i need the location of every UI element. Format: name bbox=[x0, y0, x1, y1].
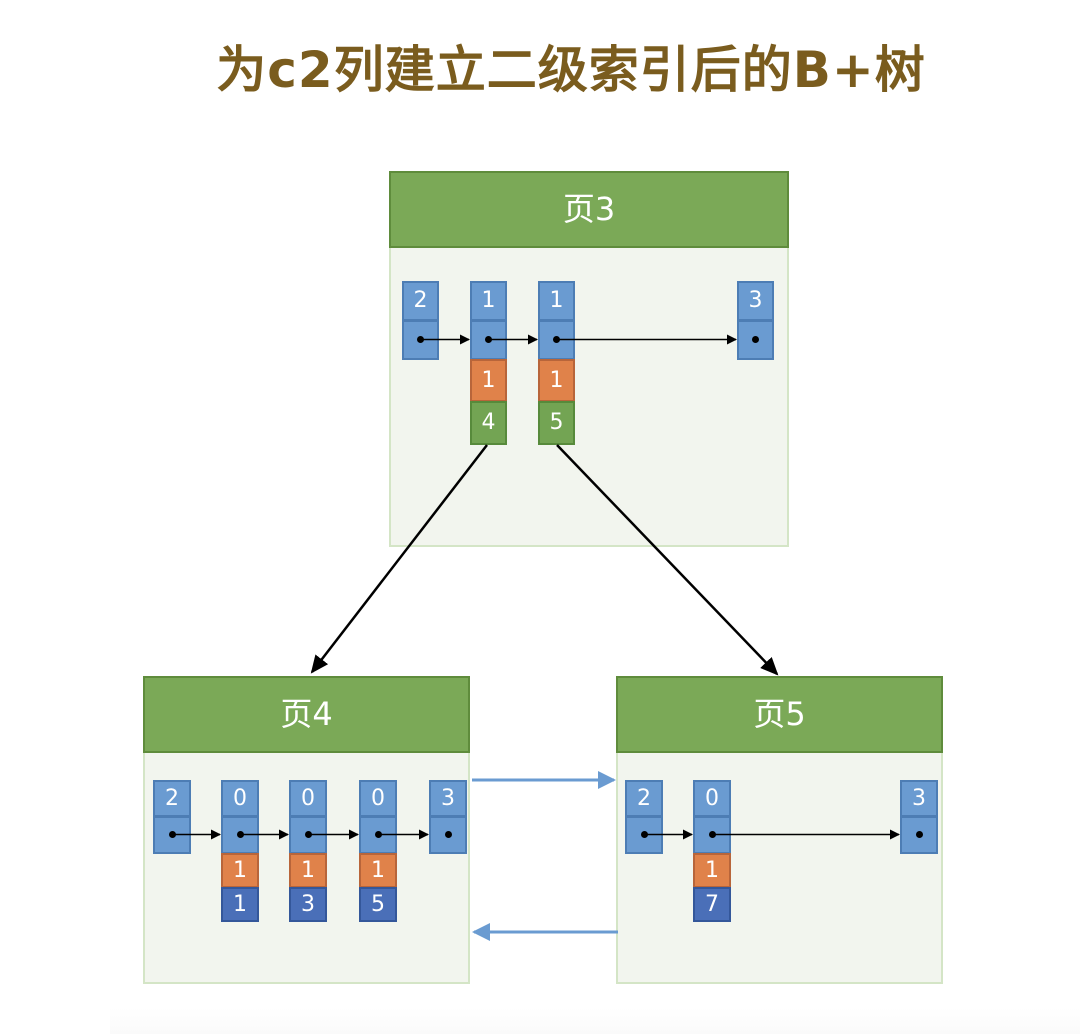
record-type-cell: 3 bbox=[429, 780, 467, 817]
page-number-cell: 4 bbox=[470, 401, 507, 445]
c2-value-cell: 1 bbox=[693, 853, 731, 888]
record-type-cell: 1 bbox=[538, 281, 575, 321]
record-type-cell: 1 bbox=[470, 281, 507, 321]
diagram-title: 为c2列建立二级索引后的B+树 bbox=[216, 41, 926, 99]
pointer-dot-icon bbox=[444, 831, 452, 838]
page-4-label: 页4 bbox=[280, 695, 333, 733]
pointer-dot-icon bbox=[752, 336, 759, 343]
c2-value-cell: 1 bbox=[538, 359, 575, 402]
child-arrow-page5 bbox=[556, 444, 779, 676]
bottom-shadow bbox=[110, 1008, 1080, 1034]
c2-value-cell: 1 bbox=[221, 853, 259, 888]
pointer-dot-icon bbox=[915, 831, 923, 838]
page-5: 页5 bbox=[616, 676, 943, 984]
record-type-cell: 2 bbox=[402, 281, 439, 321]
page-number-cell: 5 bbox=[538, 401, 575, 445]
record-type-cell: 2 bbox=[625, 780, 663, 817]
page-3-label: 页3 bbox=[562, 190, 616, 228]
primary-key-cell: 3 bbox=[289, 887, 327, 922]
page-4-header: 页4 bbox=[143, 676, 470, 753]
page-3-header: 页3 bbox=[389, 171, 789, 248]
record-pointer-arrows bbox=[172, 334, 900, 840]
page-5-label: 页5 bbox=[753, 695, 806, 733]
child-arrow-page4 bbox=[310, 444, 488, 674]
record-type-cell: 0 bbox=[693, 780, 731, 817]
page-5-header: 页5 bbox=[616, 676, 943, 753]
primary-key-cell: 5 bbox=[359, 887, 397, 922]
record-type-cell: 3 bbox=[900, 780, 938, 817]
primary-key-cell: 1 bbox=[221, 887, 259, 922]
primary-key-cell: 7 bbox=[693, 887, 731, 922]
